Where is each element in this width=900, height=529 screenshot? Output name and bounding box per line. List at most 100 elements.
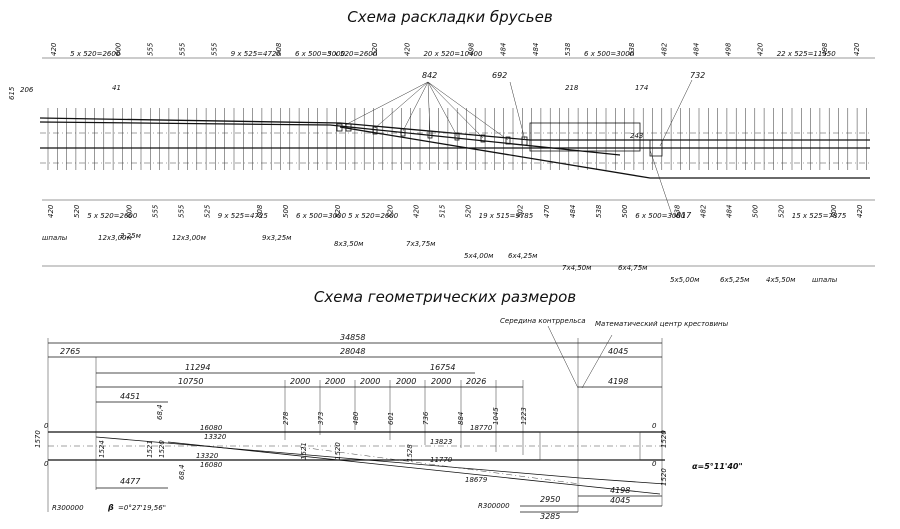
dimension-label: 5 x 520=2600 [70,50,121,58]
dimension-label: 498 [468,42,476,56]
dimension-label: 484 [569,205,577,218]
dim-ordinate: 601 [387,412,395,425]
label-842: 842 [422,71,437,80]
dimension-label: 555 [211,42,219,56]
r-13320-a: 13320 [204,433,227,441]
tie-group-label: 5x4,00м [464,252,494,260]
dim-68-4-bottom: 68,4 [178,464,186,480]
dim-2000: 2000 [360,377,380,386]
dim-ordinate: 1045 [492,407,500,425]
dim-1528: 1528 [406,444,414,462]
geometry-scheme: 0 0 0 0 34858 2765 28048 4045 11294 1675… [34,317,743,521]
dimension-label: 498 [821,42,829,56]
dim-1521-a: 1521 [146,440,154,458]
r-13823: 13823 [430,438,452,446]
dimension-label: 520 [371,42,379,56]
dimension-label: 555 [151,204,159,218]
dim-3285: 3285 [540,512,560,521]
tie-group-label: шпалы [42,234,68,242]
dimension-label: 520 [778,204,786,218]
dimension-label: 502 [517,204,525,218]
dimension-label: 508 [256,204,264,218]
tie-group-label: 4x5,50м [766,276,796,284]
zero-right-top: 0 [652,422,657,430]
dimension-label: 520 [386,204,394,218]
dimension-label: 498 [724,42,732,56]
dimension-label: 9 x 525=4725 [231,50,282,58]
dimension-label: 420 [47,204,55,218]
dim-2000: 2000 [290,377,310,386]
dim-4198-bottom: 4198 [610,486,630,495]
dim-ordinate: 373 [317,412,325,425]
tie-group-label: 6x4,25м [508,252,538,260]
dim-right: 4045 [608,347,628,356]
dim-2000: 2000 [396,377,416,386]
dimension-label: 538 [564,42,572,56]
dim-68-4-top: 68,4 [156,404,164,420]
tie-group-label: 6x5,25м [720,276,750,284]
dimension-label: 22 x 525=11550 [777,50,837,58]
dim-ordinate: 480 [352,411,360,425]
dim-206: 206 [20,86,34,94]
dimension-label: 538 [673,204,681,218]
r-11770: 11770 [430,456,453,464]
dimension-label: 5 x 520=2600 [87,212,138,220]
label-alpha: α=5°11'40" [692,462,743,471]
dimension-label: 500 [830,204,838,218]
dim-ordinate: 278 [282,411,290,425]
dim-total: 34858 [340,333,365,342]
dim-4198-top: 4198 [608,377,628,386]
dimension-label: 508 [275,42,283,56]
callout-center: Математический центр крестовины [595,320,729,328]
dimension-label: 520 [465,204,473,218]
dimension-label: 6 x 500=3000 [295,50,346,58]
dim-10750: 10750 [178,377,203,386]
dimension-label: 525 [204,204,212,218]
title-layout: Схема раскладки брусьев [347,8,553,26]
dimension-label: 500 [282,204,290,218]
dim-16754: 16754 [430,363,455,372]
label-r-left: R300000 [52,504,84,512]
dimension-label: 500 [621,204,629,218]
dimension-label: 555 [178,204,186,218]
tie-group-label: 9x3,25м [262,234,292,242]
dim-2000: 2000 [431,377,451,386]
tie-group-label: 5x5,00м [670,276,700,284]
dimension-label: 420 [757,42,765,56]
dimension-label: 5 x 520=2600 [327,50,378,58]
dimension-label: 538 [628,42,636,56]
dimension-label: 500 [752,204,760,218]
dim-243: 243 [630,132,643,140]
label-692: 692 [492,71,507,80]
dimension-label: 538 [595,204,603,218]
dimension-label: 520 [334,204,342,218]
dim-left: 2765 [60,347,80,356]
dim-1520-c: 1520 [660,430,668,448]
dimension-label: 470 [543,204,551,218]
dimension-label: 600 [114,42,122,56]
r-16080-a: 16080 [200,424,223,432]
label-beta: β [107,503,114,512]
dim-2000: 2026 [466,377,486,386]
tie-group-label: 3,25м [120,232,142,240]
dim-4045-bottom: 4045 [610,496,630,505]
zero-left-top: 0 [44,422,49,430]
tie-group-label: 12x3,00м [98,234,133,242]
dim-1520-r: 1520 [660,468,668,486]
dim-615: 615 [8,86,16,100]
tie-group-label: шпалы [812,276,838,284]
dimension-label: 15 x 525=7875 [792,212,847,220]
dimension-label: 482 [699,204,707,218]
dimension-label: 555 [146,42,154,56]
dim-ordinate: 884 [457,412,465,425]
tie-group-label: 8x3,50м [334,240,364,248]
label-732: 732 [690,71,705,80]
zero-right-bottom: 0 [652,460,657,468]
dimension-label: 484 [532,43,540,56]
dimension-label: 5 x 520=2600 [348,212,399,220]
r-13320-b: 13320 [196,452,219,460]
dimension-label: 520 [73,204,81,218]
